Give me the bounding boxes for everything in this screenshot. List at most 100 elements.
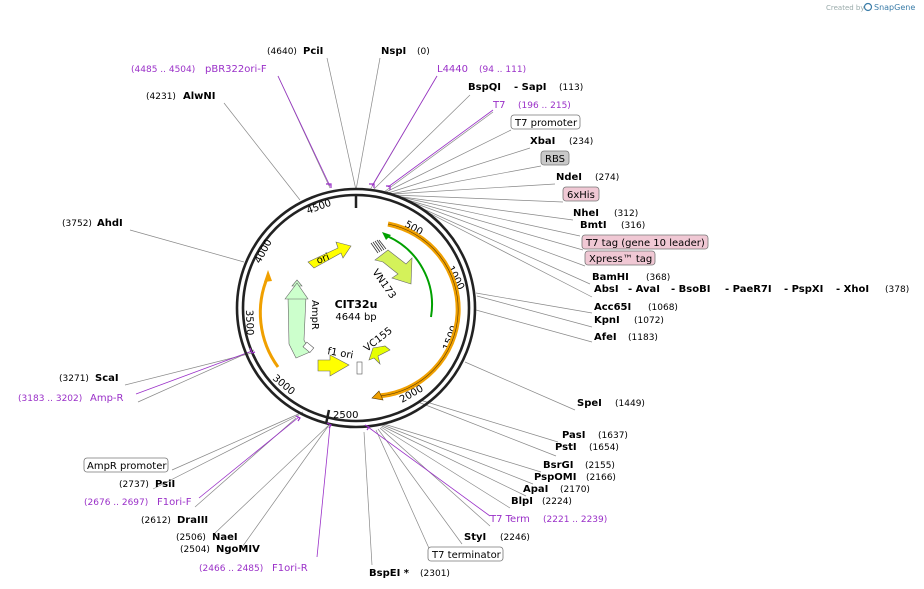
pasi-name: PasI [562, 430, 585, 441]
psti-pos: (1654) [589, 443, 619, 453]
terminator-feature[interactable] [356, 361, 363, 375]
xpress-box[interactable] [584, 250, 656, 266]
primer-leader-lines [135, 75, 494, 558]
scai-pos: (3271) [59, 374, 89, 384]
rbs-label: RBS [545, 154, 565, 165]
tag-stripes [370, 239, 387, 254]
ampr-promoter-label: AmpR promoter [87, 461, 167, 472]
tick-2500-label: 2500 [333, 410, 358, 421]
pasi-pos: (1637) [598, 431, 628, 441]
xhoi-name: - XhoI [836, 284, 869, 295]
pcii-pos: (4640) [267, 47, 297, 57]
bsobi-name: - BsoBI [671, 284, 710, 295]
plasmid-length: 4644 bp [335, 312, 376, 323]
t7tag-label: T7 tag (gene 10 leader) [585, 238, 705, 249]
f1ori-feature[interactable] [317, 354, 350, 377]
afei-name: AfeI [594, 332, 617, 343]
cds-arc-left-arrow [264, 270, 272, 282]
xbai-pos: (234) [569, 137, 593, 147]
t7tag-box[interactable] [581, 234, 709, 250]
pspxi-name: - PspXI [784, 284, 823, 295]
pspomi-pos: (2166) [586, 473, 616, 483]
ampr-label: AmpR [309, 300, 320, 330]
apai-pos: (2170) [560, 485, 590, 495]
snapgene-watermark: Created by SnapGene [826, 2, 915, 12]
ndei-name: NdeI [556, 172, 582, 183]
bmti-name: BmtI [580, 220, 607, 231]
rbs-box[interactable] [540, 150, 570, 166]
pspomi-name: PspOMI [534, 472, 576, 483]
primer-marks [249, 183, 391, 431]
t7-primer-pos: (196 .. 215) [518, 101, 571, 111]
spei-name: SpeI [577, 398, 602, 409]
f1ori-f-pos: (2676 .. 2697) [84, 498, 148, 508]
tick-2500 [324, 409, 331, 425]
apai-name: ApaI [523, 484, 548, 495]
t7-term-primer-name: T7 Term [489, 514, 530, 525]
paer7i-name: - PaeR7I [725, 284, 772, 295]
ndei-pos: (274) [595, 173, 619, 183]
vn173-label: VN173 [370, 267, 398, 301]
cds-arc-left [258, 275, 280, 368]
xbai-name: XbaI [530, 136, 555, 147]
naei-name: NaeI [212, 532, 238, 543]
pcii-name: PciI [303, 46, 323, 57]
amp-r-primer-pos: (3183 .. 3202) [18, 394, 82, 404]
amp-r-primer-name: Amp-R [90, 393, 124, 404]
styi-name: StyI [464, 532, 486, 543]
sixhis-box[interactable] [562, 186, 600, 202]
bspei-pos: (2301) [420, 569, 450, 579]
t7-promoter-box[interactable] [510, 114, 581, 130]
bsrgi-pos: (2155) [585, 461, 615, 471]
draiii-name: DraIII [177, 515, 208, 526]
site-labels: (4640) PciI NspI (0) (4485 .. 4504) pBR3… [18, 46, 909, 579]
vc155-feature[interactable] [368, 345, 391, 365]
f1ori-f-name: F1ori-F [157, 497, 192, 508]
ori-feature[interactable] [307, 241, 352, 269]
f1ori-r-name: F1ori-R [272, 563, 308, 574]
vn-arc-arrow [382, 232, 391, 240]
nspi-name: NspI [381, 46, 406, 57]
vn173-feature[interactable] [374, 249, 413, 285]
ampr-promoter-feature[interactable] [302, 341, 315, 353]
scai-name: ScaI [95, 373, 119, 384]
xpress-label: Xpress™ tag [589, 254, 652, 265]
t7-terminator-box[interactable] [427, 546, 504, 562]
kpni-pos: (1072) [634, 316, 664, 326]
kpni-name: KpnI [594, 315, 620, 326]
plasmid-name: CIT32u [335, 298, 378, 311]
nhei-name: NheI [573, 208, 599, 219]
cds-arc-right [378, 221, 461, 399]
ampr-promoter-box[interactable] [83, 457, 169, 473]
draiii-pos: (2612) [141, 516, 171, 526]
backbone-outer [235, 187, 477, 429]
l4440-name: L4440 [437, 64, 468, 75]
snapgene-brand: SnapGene [874, 3, 915, 12]
nhei-pos: (312) [614, 209, 638, 219]
ahdi-pos: (3752) [62, 219, 92, 229]
tick-4500: 4500 [305, 198, 333, 217]
t7-primer-name: T7 [492, 100, 505, 111]
blpi-name: BlpI [511, 496, 533, 507]
cds-arc-right-outline [378, 223, 459, 397]
bamhi-name: BamHI [592, 272, 629, 283]
absi-name: AbsI [594, 284, 619, 295]
acc65i-pos: (1068) [648, 303, 678, 313]
f1ori-label: f1 ori [326, 346, 354, 361]
afei-pos: (1183) [628, 333, 658, 343]
cds-arc-right-arrow [371, 390, 384, 401]
bspei-name: BspEI * [369, 568, 410, 579]
absi-pos: (378) [885, 285, 909, 295]
psti-name: PstI [555, 442, 577, 453]
psii-pos: (2737) [119, 480, 149, 490]
f1ori-r-pos: (2466 .. 2485) [199, 564, 263, 574]
l4440-pos: (94 .. 111) [479, 65, 526, 75]
bsrgi-name: BsrGI [543, 460, 573, 471]
pbr322-pos: (4485 .. 4504) [131, 65, 195, 75]
styi-pos: (2246) [500, 533, 530, 543]
ampr-arrow-tip [284, 282, 309, 300]
nspi-pos: (0) [417, 47, 430, 57]
vn-arc [386, 235, 433, 318]
t7-term-primer-pos: (2221 .. 2239) [543, 515, 607, 525]
bamhi-pos: (368) [646, 273, 670, 283]
